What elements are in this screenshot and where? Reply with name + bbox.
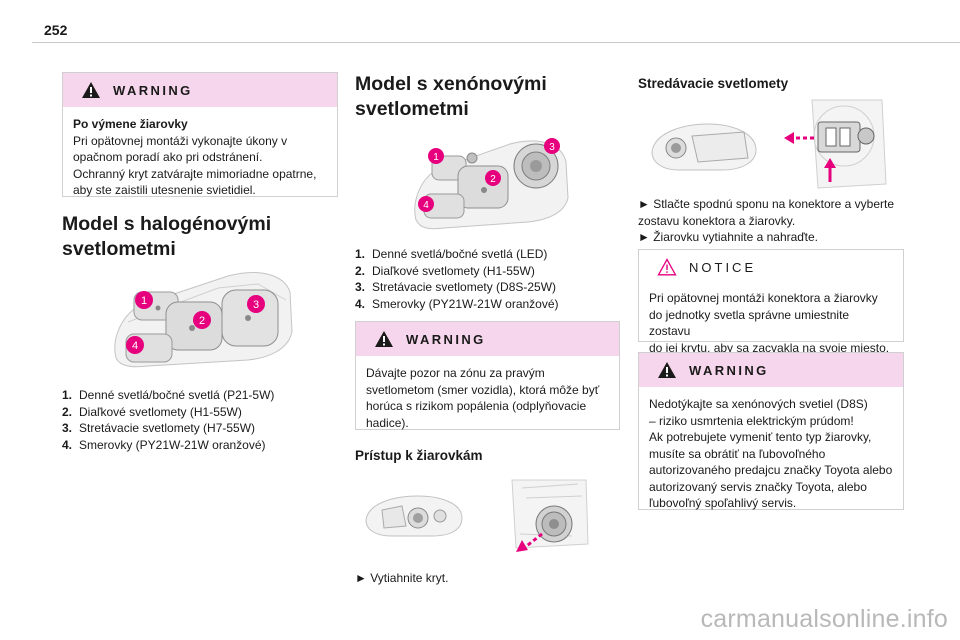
- callout-3: 3: [253, 299, 259, 311]
- section-title-xenon: Model s xenónovými svetlometmi: [355, 72, 547, 122]
- notice-box-header: NOTICE: [639, 250, 903, 284]
- list-text: Denné svetlá/bočné svetlá (LED): [372, 247, 548, 261]
- step-line: ► Stlačte spodnú sponu na konektore a vy…: [638, 197, 895, 211]
- notice-line: do jej krytu, aby sa zacvakla na svoje m…: [649, 340, 890, 355]
- warning-line: musíte sa obrátiť na ľubovoľného: [649, 446, 826, 461]
- warning-box-xenon: WARNING Nedotýkajte sa xenónových svetie…: [638, 352, 904, 510]
- list-number: 4.: [355, 296, 366, 311]
- section-title-line: Model s xenónovými: [355, 73, 547, 95]
- callout-1: 1: [141, 295, 147, 307]
- list-text: Stretávacie svetlomety (H7-55W): [79, 421, 256, 435]
- warning-box-header: WARNING: [63, 73, 337, 107]
- list-item: 2. Diaľkové svetlomety (H1-55W): [355, 263, 620, 280]
- warning-subtitle: Po výmene žiarovky: [73, 117, 188, 131]
- warning-box-after-replacement: WARNING Po výmene žiarovky Pri opätovnej…: [62, 72, 338, 197]
- section-title-halogen: Model s halogénovými svetlometmi: [62, 212, 271, 262]
- warning-triangle-icon: [82, 82, 100, 98]
- header-rule: [32, 42, 960, 43]
- warning-line: Dávajte pozor na zónu za pravým: [366, 366, 545, 380]
- warning-line: Ochranný kryt zatvárajte mimoriadne opat…: [73, 166, 317, 181]
- sub-title-low-beam: Stredávacie svetlomety: [638, 76, 789, 91]
- callout-2: 2: [490, 174, 496, 185]
- halogen-bulb-list: 1. Denné svetlá/bočné svetlá (P21-5W) 2. D…: [62, 387, 340, 453]
- list-number: 1.: [62, 388, 73, 402]
- step-line: ► Žiarovku vytiahnite a nahraďte.: [638, 230, 819, 244]
- list-item: 3. Stretávacie svetlomety (D8S-25W): [355, 279, 620, 296]
- warning-line: Ak potrebujete vymeniť tento typ žiarovk…: [649, 430, 872, 444]
- warning-line: autorizovaného predajcu značky Toyota al…: [649, 463, 893, 477]
- notice-box-connector: NOTICE Pri opätovnej montáži konektora a…: [638, 249, 904, 355]
- watermark: carmanualsonline.info: [700, 605, 948, 633]
- list-item: 4. Smerovky (PY21W-21W oranžové): [62, 437, 340, 454]
- list-text: Diaľkové svetlomety (H1-55W): [79, 404, 242, 419]
- notice-triangle-icon: [657, 258, 677, 276]
- low-beam-headlamp-illustration: [651, 123, 757, 171]
- list-number: 2.: [62, 404, 73, 419]
- warning-title: WARNING: [689, 362, 769, 378]
- list-item: 2. Diaľkové svetlomety (H1-55W): [62, 404, 340, 421]
- warning-box-hot-zone: WARNING Dávajte pozor na zónu za pravým …: [355, 321, 620, 430]
- callout-4: 4: [423, 200, 429, 211]
- list-number: 3.: [355, 280, 366, 294]
- list-number: 2.: [355, 263, 366, 278]
- warning-box-header: WARNING: [639, 353, 903, 387]
- list-text: Smerovky (PY21W-21W oranžové): [372, 296, 559, 311]
- warning-title: WARNING: [406, 331, 486, 347]
- callout-2: 2: [199, 315, 205, 327]
- list-number: 4.: [62, 437, 73, 452]
- remove-cover-illustration: [511, 479, 589, 552]
- warning-triangle-icon: [658, 362, 676, 378]
- warning-line: ľubovoľný spoľahlivý servis.: [649, 496, 797, 510]
- list-number: 1.: [355, 247, 366, 261]
- warning-line: horúca s rizikom popálenia (odplyňovacie: [366, 399, 587, 413]
- warning-line: aby ste zaistili utesnenie svietidiel.: [73, 183, 256, 197]
- callout-3: 3: [549, 142, 555, 153]
- warning-box-header: WARNING: [356, 322, 619, 356]
- warning-line: – riziko usmrtenia elektrickým prúdom!: [649, 413, 854, 428]
- list-text: Diaľkové svetlomety (H1-55W): [372, 263, 535, 278]
- list-text: Smerovky (PY21W-21W oranžové): [79, 437, 266, 452]
- halogen-headlamp-illustration: 1 2 3 4: [114, 272, 293, 368]
- warning-line: opačnom poradí ako pri odstránení.: [73, 150, 263, 164]
- low-beam-steps: ► Stlačte spodnú sponu na konektore a vy…: [638, 196, 894, 246]
- sub-title-bulb-access: Prístup k žiarovkám: [355, 448, 483, 463]
- step-remove-cover: ► Vytiahnite kryt.: [355, 571, 449, 585]
- list-item: 1. Denné svetlá/bočné svetlá (LED): [355, 246, 620, 263]
- list-item: 3. Stretávacie svetlomety (H7-55W): [62, 420, 340, 437]
- warning-triangle-icon: [375, 331, 393, 347]
- list-item: 1. Denné svetlá/bočné svetlá (P21-5W): [62, 387, 340, 404]
- warning-line: svetlometom (smer vozidla), ktorá môže b…: [366, 382, 600, 397]
- list-text: Denné svetlá/bočné svetlá (P21-5W): [79, 388, 275, 402]
- warning-line: Pri opätovnej montáži vykonajte úkony v: [73, 133, 288, 148]
- callout-1: 1: [433, 152, 439, 163]
- notice-line: do jednotky svetla správne umiestnite zo…: [649, 307, 850, 339]
- warning-title: WARNING: [113, 82, 193, 98]
- xenon-headlamp-illustration: 1 2 3 4: [414, 138, 569, 230]
- connector-release-illustration: [784, 99, 887, 189]
- section-title-line: svetlometmi: [62, 238, 176, 260]
- headlamp-rear-illustration: [365, 495, 463, 537]
- xenon-bulb-list: 1. Denné svetlá/bočné svetlá (LED) 2. Diaľ…: [355, 246, 620, 312]
- list-number: 3.: [62, 421, 73, 435]
- callout-4: 4: [132, 340, 138, 352]
- notice-line: Pri opätovnej montáži konektora a žiarov…: [649, 291, 878, 305]
- page-number: 252: [44, 22, 68, 38]
- list-text: Stretávacie svetlomety (D8S-25W): [372, 280, 557, 294]
- list-item: 4. Smerovky (PY21W-21W oranžové): [355, 296, 620, 313]
- notice-title: NOTICE: [689, 259, 757, 275]
- step-line: zostavu konektora a žiarovky.: [638, 213, 796, 228]
- warning-line: hadice).: [366, 415, 409, 430]
- section-title-line: Model s halogénovými: [62, 213, 272, 235]
- section-title-line: svetlometmi: [355, 98, 469, 120]
- warning-line: Nedotýkajte sa xenónových svetiel (D8S): [649, 397, 868, 411]
- warning-line: autorizovaný servis značky Toyota, alebo: [649, 479, 867, 494]
